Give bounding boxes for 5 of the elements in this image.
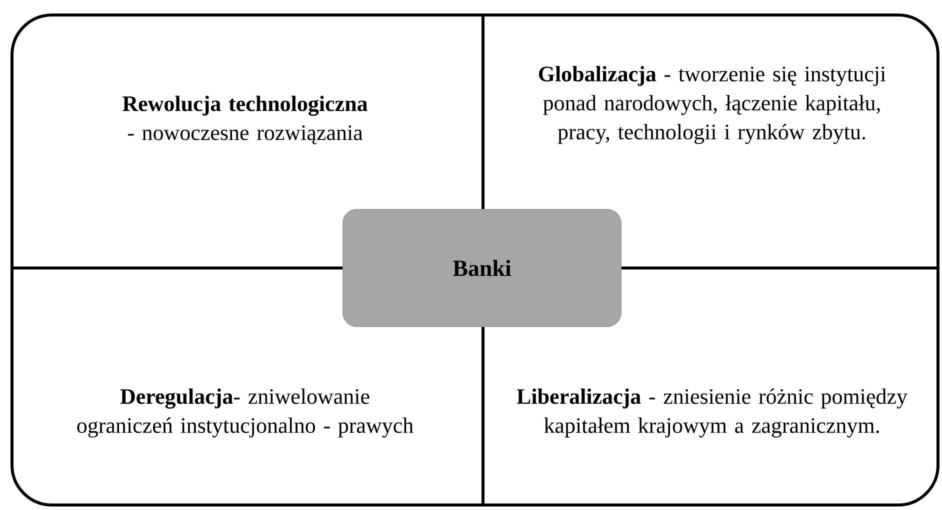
quadrant-text: Globalizacja - tworzenie się instytucji ponad narodowych, łączenie kapitału, pracy, technologii i rynków zbytu. xyxy=(538,66,886,144)
center-box: Banki xyxy=(342,208,622,327)
quadrant-text: Deregulacja- zniwelowanie ograniczeń instytucjonalno - prawych xyxy=(77,388,414,438)
quadrant-text: Liberalizacja - zniesienie różnic pomiędzy kapitałem krajowym a zagranicznym. xyxy=(516,388,908,438)
quadrant-text: Rewolucja technologiczna - nowoczesne rozwiązania xyxy=(122,96,368,144)
